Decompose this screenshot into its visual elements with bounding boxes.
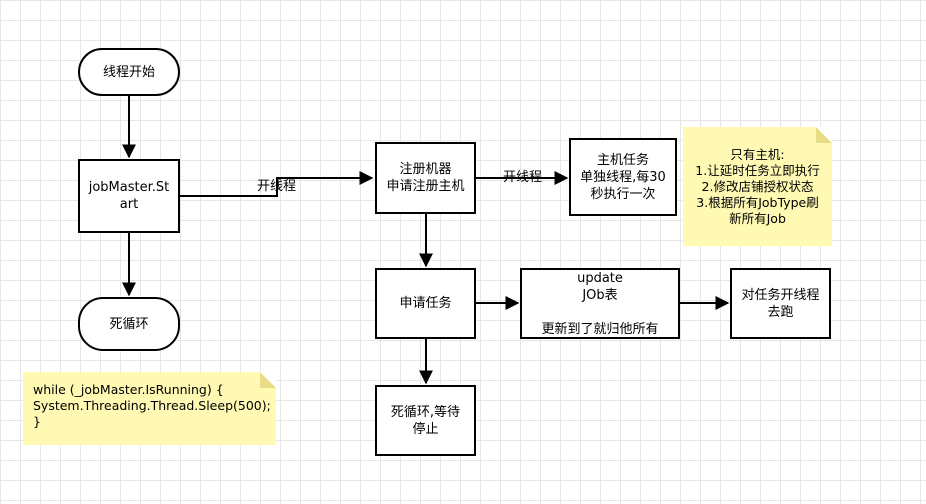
edge-jobmaster-to-register	[180, 171, 374, 197]
edge-label-open-thread-2: 开线程	[503, 170, 543, 185]
edge-label-open-thread-1: 开线程	[257, 179, 297, 194]
dead-loop-node[interactable]: 死循环	[78, 297, 180, 351]
host-task-node[interactable]: 主机任务 单独线程,每30 秒执行一次	[569, 138, 677, 216]
jobmaster-start-node[interactable]: jobMaster.St art	[78, 159, 180, 233]
open-thread-run-node[interactable]: 对任务开线程 去跑	[730, 268, 831, 339]
thread-start-node[interactable]: 线程开始	[78, 48, 180, 96]
apply-task-node[interactable]: 申请任务	[375, 268, 476, 339]
dead-loop-wait-node[interactable]: 死循环,等待 停止	[375, 385, 476, 456]
update-job-node[interactable]: update JOb表 更新到了就归他所有	[520, 268, 680, 339]
code-note[interactable]: while (_jobMaster.IsRunning) { System.Th…	[23, 372, 276, 445]
register-machine-node[interactable]: 注册机器 申请注册主机	[375, 142, 476, 214]
host-only-note[interactable]: 只有主机: 1.让延时任务立即执行 2.修改店铺授权状态 3.根据所有JobTy…	[683, 127, 832, 246]
